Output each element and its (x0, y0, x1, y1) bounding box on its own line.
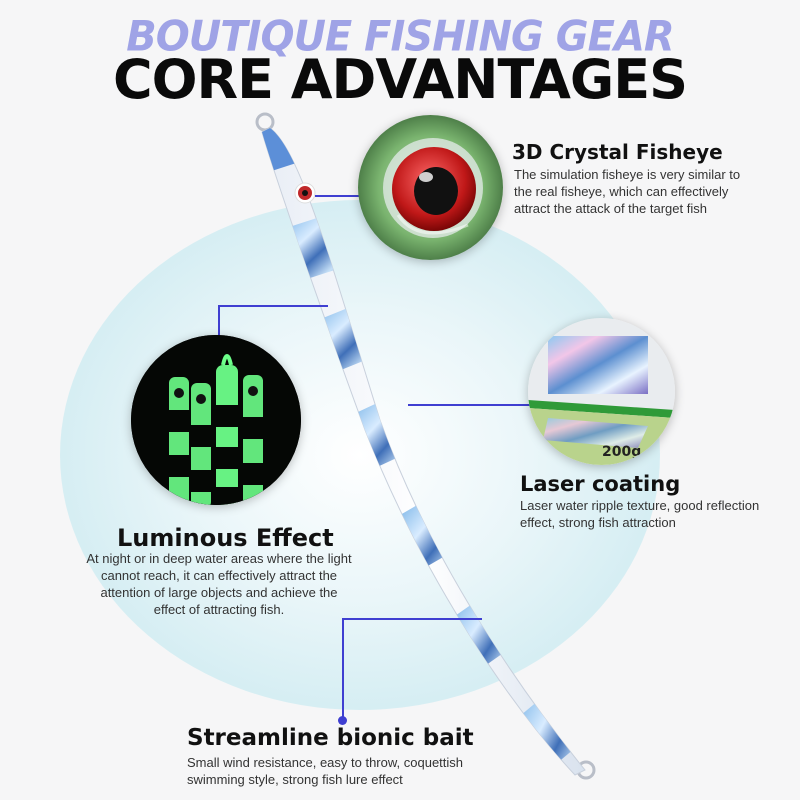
fisheye-description: The simulation fisheye is very similar t… (514, 167, 741, 216)
luminous-connector-line-h (218, 305, 328, 307)
streamline-connector-dot (338, 716, 347, 725)
fisheye-closeup-image (358, 115, 503, 260)
luminous-closeup-image (131, 335, 301, 505)
streamline-connector-line-v (342, 618, 344, 720)
laser-coating-closeup-image: 200g (528, 318, 675, 465)
laser-connector-line (408, 404, 538, 406)
streamline-connector-line-h (342, 618, 482, 620)
streamline-title: Streamline bionic bait (187, 725, 474, 751)
streamline-description: Small wind resistance, easy to throw, co… (187, 755, 464, 787)
laser-description: Laser water ripple texture, good reflect… (520, 498, 760, 530)
luminous-connector-line-v (218, 305, 220, 350)
fisheye-title: 3D Crystal Fisheye (512, 140, 723, 164)
fisheye-connector-line (315, 195, 365, 197)
header-title: CORE ADVANTAGES (112, 48, 688, 111)
header-subtitle: BOUTIQUE FISHING GEAR (126, 12, 674, 62)
luminous-title: Luminous Effect (117, 524, 334, 552)
laser-title: Laser coating (520, 472, 681, 496)
lure-weight-label: 200g (602, 444, 642, 460)
luminous-description: At night or in deep water areas where th… (86, 551, 352, 617)
